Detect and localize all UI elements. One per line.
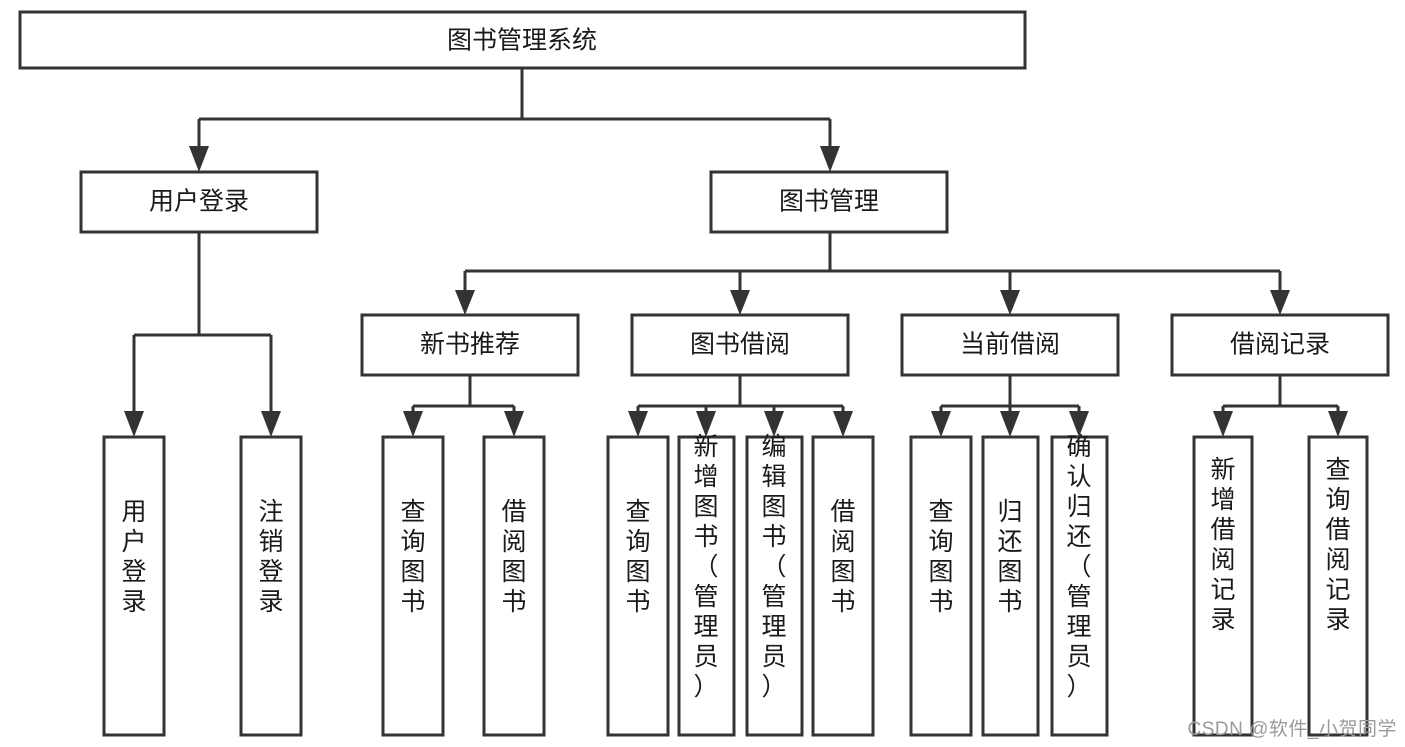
- arrow-icon-current-leaf-1: [931, 411, 951, 437]
- leaf-node[interactable]: 新增借阅记录: [1192, 435, 1254, 737]
- arrow-icon-borrow-leaf-3: [764, 411, 784, 437]
- leaf-newbook-query-box: [381, 435, 445, 737]
- node-book-mgmt-label: 图书管理: [779, 188, 879, 216]
- leaf-logout-box: [239, 435, 303, 737]
- node-new-book-recommend-box: [360, 313, 580, 377]
- node-book-borrow[interactable]: 图书借阅: [630, 313, 850, 377]
- leaf-newbook-borrow-label: 借阅图书: [501, 498, 526, 616]
- leaf-node[interactable]: 查询图书: [381, 435, 445, 737]
- leaf-borrow-book-label: 借阅图书: [830, 498, 855, 616]
- leaf-node[interactable]: 归还图书: [981, 435, 1040, 737]
- arrow-icon-to-leaf-logout: [261, 411, 281, 437]
- leaf-user-login-box: [102, 435, 166, 737]
- arrow-icon-to-user-login: [189, 146, 209, 172]
- leaf-add-record-label: 新增借阅记录: [1210, 456, 1235, 634]
- arrow-icon-to-current: [1000, 290, 1020, 315]
- node-book-borrow-box: [630, 313, 850, 377]
- arrow-icon-to-book-mgmt: [820, 146, 840, 172]
- leaf-borrow-book-box: [811, 435, 875, 737]
- node-current-borrow-box: [900, 313, 1120, 377]
- node-borrow-record[interactable]: 借阅记录: [1170, 313, 1390, 377]
- node-root-label: 图书管理系统: [447, 27, 597, 55]
- leaf-add-book-box: [677, 435, 736, 737]
- arrow-icon-to-leaf-user-login: [124, 411, 144, 437]
- arrow-icon-to-record: [1270, 290, 1290, 315]
- node-user-login-box: [79, 170, 319, 234]
- leaf-node[interactable]: 确认归还（管理员）: [1050, 433, 1109, 737]
- leaf-add-book-label: 新增图书（管理员）: [693, 433, 718, 701]
- node-borrow-record-box: [1170, 313, 1390, 377]
- leaf-logout-label: 注销登录: [258, 498, 283, 616]
- leaf-query-record-box: [1307, 435, 1369, 737]
- arrow-icon-borrow-leaf-4: [833, 411, 853, 437]
- leaf-node[interactable]: 查询借阅记录: [1307, 435, 1369, 737]
- leaf-node[interactable]: 借阅图书: [482, 435, 546, 737]
- arrow-icon-to-borrow: [730, 290, 750, 315]
- arrow-icon-borrow-leaf-2: [696, 411, 716, 437]
- node-root[interactable]: 图书管理系统: [18, 10, 1027, 70]
- leaf-return-book-box: [981, 435, 1040, 737]
- arrow-icon-borrow-leaf-1: [628, 411, 648, 437]
- node-current-borrow-label: 当前借阅: [960, 331, 1060, 359]
- node-book-mgmt-box: [709, 170, 949, 234]
- arrowhead-layer: [124, 146, 1348, 437]
- leaf-return-book-label: 归还图书: [997, 498, 1022, 616]
- leaf-edit-book-box: [745, 435, 804, 737]
- leaf-newbook-query-label: 查询图书: [400, 498, 425, 616]
- leaf-current-query-box: [909, 435, 973, 737]
- node-user-login[interactable]: 用户登录: [79, 170, 319, 234]
- leaf-node[interactable]: 新增图书（管理员）: [677, 433, 736, 737]
- arrow-icon-newbook-leaf-1: [403, 411, 423, 437]
- node-new-book-recommend-label: 新书推荐: [420, 331, 520, 359]
- arrow-icon-record-leaf-2: [1328, 411, 1348, 437]
- arrow-icon-to-newbook: [455, 290, 475, 315]
- leaf-node[interactable]: 查询图书: [909, 435, 973, 737]
- leaf-user-login-label: 用户登录: [121, 498, 146, 616]
- leaf-node[interactable]: 借阅图书: [811, 435, 875, 737]
- node-borrow-record-label: 借阅记录: [1230, 331, 1330, 359]
- leaf-node[interactable]: 用户登录: [102, 435, 166, 737]
- arrow-icon-current-leaf-3: [1069, 411, 1089, 437]
- node-book-borrow-label: 图书借阅: [690, 331, 790, 359]
- node-current-borrow[interactable]: 当前借阅: [900, 313, 1120, 377]
- leaf-current-query-label: 查询图书: [928, 498, 953, 616]
- leaf-newbook-borrow-box: [482, 435, 546, 737]
- node-book-mgmt[interactable]: 图书管理: [709, 170, 949, 234]
- leaf-query-record-label: 查询借阅记录: [1325, 456, 1350, 634]
- leaf-confirm-return-box: [1050, 435, 1109, 737]
- leaf-edit-book-label: 编辑图书（管理员）: [761, 433, 786, 701]
- node-new-book-recommend[interactable]: 新书推荐: [360, 313, 580, 377]
- leaf-node[interactable]: 查询图书: [606, 435, 670, 737]
- leaf-add-record-box: [1192, 435, 1254, 737]
- watermark-text: CSDN @软件_小贺同学: [1187, 719, 1397, 740]
- node-root-box: [18, 10, 1027, 70]
- leaf-node[interactable]: 注销登录: [239, 435, 303, 737]
- node-user-login-label: 用户登录: [149, 188, 249, 216]
- leaf-borrow-query-box: [606, 435, 670, 737]
- leaf-node[interactable]: 编辑图书（管理员）: [745, 433, 804, 737]
- arrow-icon-newbook-leaf-2: [504, 411, 524, 437]
- leaf-borrow-query-label: 查询图书: [625, 498, 650, 616]
- arrow-icon-record-leaf-1: [1213, 411, 1233, 437]
- arrow-icon-current-leaf-2: [1000, 411, 1020, 437]
- connector-layer: [132, 68, 1340, 411]
- leaf-confirm-return-label: 确认归还（管理员）: [1066, 433, 1091, 701]
